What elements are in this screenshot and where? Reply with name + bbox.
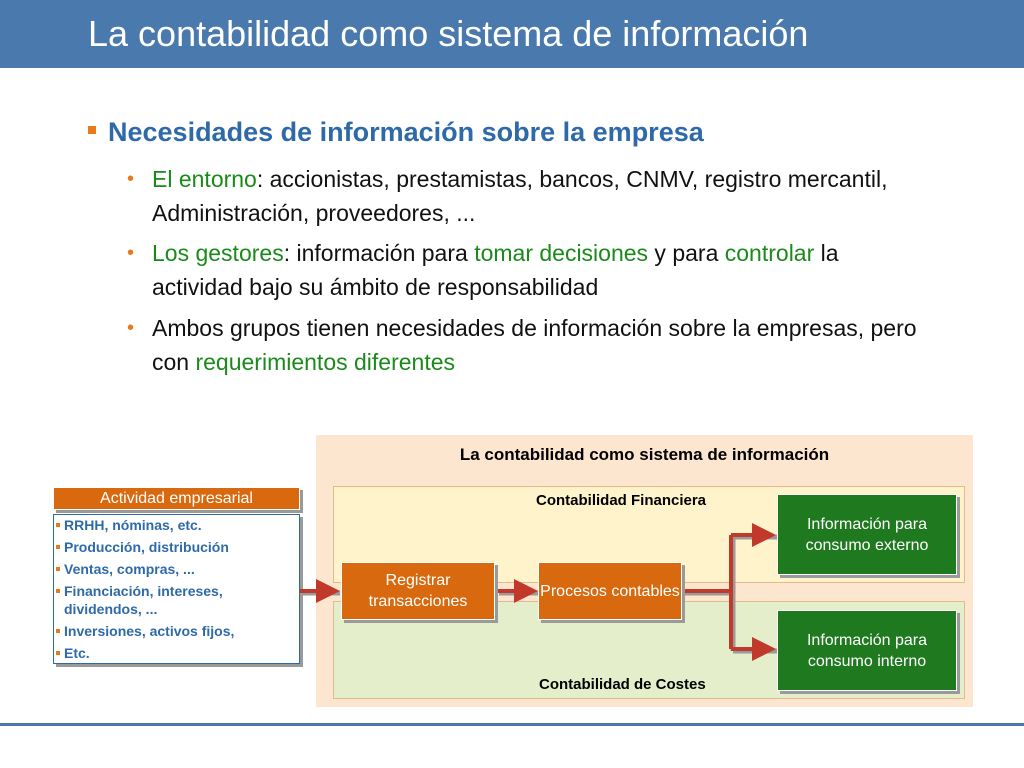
square-bullet-icon bbox=[56, 589, 60, 593]
sub-bullet-entorno: • El entorno: accionistas, prestamistas,… bbox=[127, 162, 927, 230]
plain-text: Ambos grupos tienen necesidades de infor… bbox=[152, 315, 917, 375]
activity-item: Producción, distribución bbox=[56, 538, 295, 556]
financial-accounting-label: Contabilidad Financiera bbox=[536, 492, 707, 509]
square-bullet-icon bbox=[56, 523, 60, 527]
highlight-text: controlar bbox=[724, 240, 815, 266]
highlight-text: tomar decisiones bbox=[474, 240, 649, 266]
dot-bullet-icon: • bbox=[127, 317, 135, 339]
activity-item: Inversiones, activos fijos, bbox=[56, 622, 295, 640]
activity-list: RRHH, nóminas, etc. Producción, distribu… bbox=[53, 514, 300, 664]
activity-item-text: Financiación, intereses, dividendos, ... bbox=[64, 583, 223, 617]
highlight-text: El entorno bbox=[152, 166, 257, 192]
square-bullet-icon bbox=[56, 567, 60, 571]
footer-divider bbox=[0, 723, 1024, 726]
internal-information-box: Información para consumo interno bbox=[777, 610, 957, 691]
plain-text: y para bbox=[648, 240, 725, 266]
cost-accounting-label: Contabilidad de Costes bbox=[539, 676, 706, 693]
bullet-heading: Necesidades de información sobre la empr… bbox=[108, 117, 704, 147]
sub-bullet-text: Ambos grupos tienen necesidades de infor… bbox=[152, 311, 927, 379]
square-bullet-icon bbox=[88, 126, 96, 134]
diagram-title: La contabilidad como sistema de informac… bbox=[459, 445, 830, 464]
square-bullet-icon bbox=[56, 629, 60, 633]
activity-item: Etc. bbox=[56, 644, 295, 662]
plain-text: : información para bbox=[283, 240, 475, 266]
highlight-text: requerimientos diferentes bbox=[195, 349, 456, 375]
external-information-box: Información para consumo externo bbox=[777, 494, 957, 575]
arrow-branch-line bbox=[683, 535, 733, 649]
activity-item-text: Etc. bbox=[64, 645, 90, 661]
activity-item-text: Producción, distribución bbox=[64, 539, 229, 555]
activity-item: Financiación, intereses, dividendos, ... bbox=[56, 582, 295, 618]
activity-item: RRHH, nóminas, etc. bbox=[56, 516, 295, 534]
sub-bullet-gestores: • Los gestores: información para tomar d… bbox=[127, 236, 927, 304]
activity-item-text: RRHH, nóminas, etc. bbox=[64, 517, 202, 533]
plain-text: la actividad bajo su ámbito de responsab… bbox=[152, 240, 839, 300]
dot-bullet-icon: • bbox=[127, 168, 135, 190]
sub-bullet-text: El entorno: accionistas, prestamistas, b… bbox=[152, 162, 927, 230]
sub-bullet-ambos: • Ambos grupos tienen necesidades de inf… bbox=[127, 311, 927, 379]
title-bar: La contabilidad como sistema de informac… bbox=[0, 0, 1024, 68]
activity-item-text: Inversiones, activos fijos, bbox=[64, 623, 235, 639]
highlight-text: Los gestores bbox=[152, 240, 284, 266]
activity-header: Actividad empresarial bbox=[53, 487, 300, 510]
square-bullet-icon bbox=[56, 651, 60, 655]
activity-item-text: Ventas, compras, ... bbox=[64, 561, 195, 577]
main-bullet: Necesidades de información sobre la empr… bbox=[88, 116, 704, 148]
register-transactions-box: Registrar transacciones bbox=[341, 562, 495, 620]
slide-title: La contabilidad como sistema de informac… bbox=[88, 13, 809, 54]
square-bullet-icon bbox=[56, 545, 60, 549]
dot-bullet-icon: • bbox=[127, 242, 135, 264]
sub-bullet-text: Los gestores: información para tomar dec… bbox=[152, 236, 927, 304]
activity-item: Ventas, compras, ... bbox=[56, 560, 295, 578]
plain-text: : accionistas, prestamistas, bancos, CNM… bbox=[152, 166, 888, 226]
accounting-processes-box: Procesos contables bbox=[538, 562, 682, 620]
